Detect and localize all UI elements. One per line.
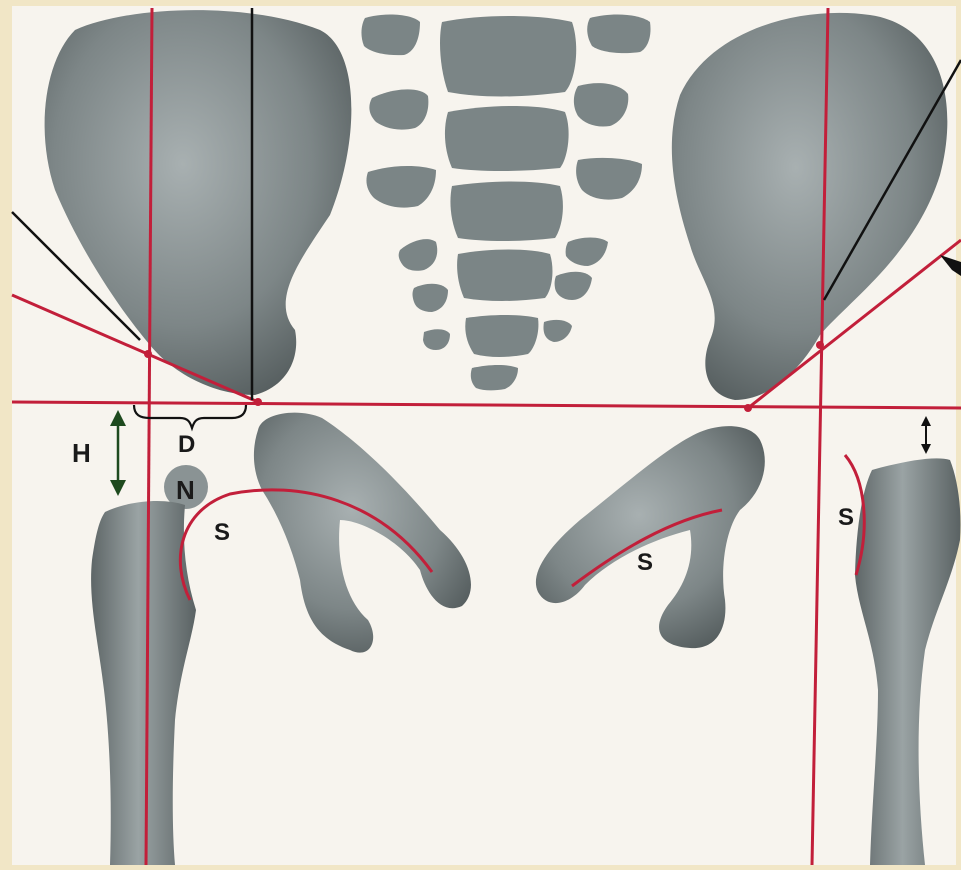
right-acetabular-edge-point	[816, 341, 824, 349]
label-s-right-lateral: S	[838, 504, 854, 531]
left-acetabular-edge-point	[144, 350, 152, 358]
label-h: H	[72, 438, 91, 468]
label-n: N	[176, 475, 195, 505]
left-triradiate-point	[254, 398, 262, 406]
label-s-left: S	[214, 519, 230, 546]
label-d: D	[178, 431, 195, 458]
label-s-right-medial: S	[637, 549, 653, 576]
right-triradiate-point	[744, 404, 752, 412]
